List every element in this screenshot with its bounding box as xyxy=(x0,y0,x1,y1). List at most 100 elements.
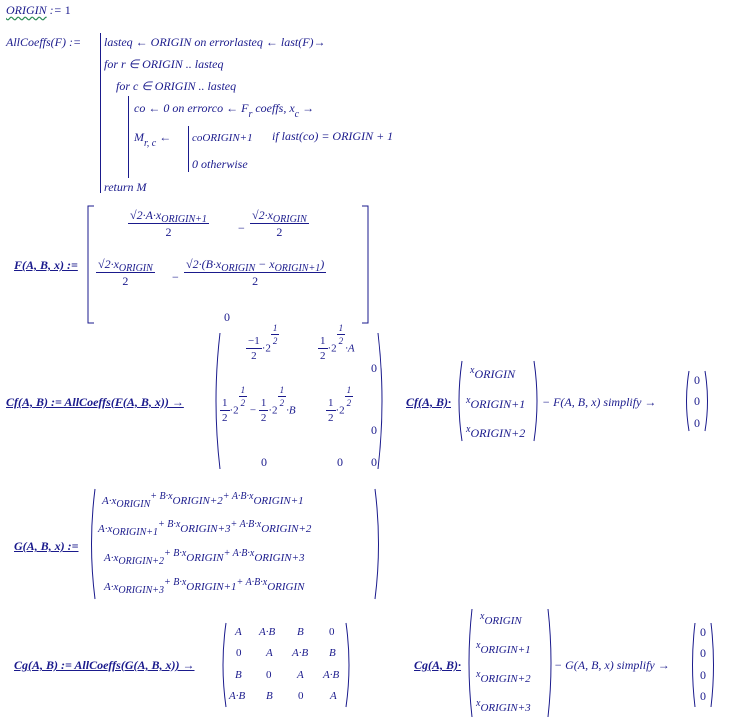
G-term: A·x xyxy=(98,523,113,535)
cond-if[interactable]: if last(co) = ORIGIN + 1 xyxy=(272,129,394,143)
F-r2-d1: 2 xyxy=(122,274,129,288)
Cg-matrix-parens xyxy=(222,622,350,708)
program-line-for-r[interactable]: for r ∈ ORIGIN .. lasteq xyxy=(104,57,224,71)
F-r2-n2a: √2·(B·x xyxy=(186,257,222,271)
program-return[interactable]: return M xyxy=(104,180,147,194)
F-row3: 0 xyxy=(224,310,230,324)
G-sub: ORIGIN+2 xyxy=(261,523,312,535)
Cg-m-0-3: 0 xyxy=(329,626,335,638)
Cf-definition-head[interactable]: Cf(A, B) := AllCoeffs(F(A, B, x)) → xyxy=(6,396,184,408)
Cg-result-0: 0 xyxy=(700,625,706,639)
cond-otherwise[interactable]: 0 otherwise xyxy=(192,157,248,171)
Cg-m-0-2: B xyxy=(297,626,304,638)
Cg-m-3-2: 0 xyxy=(298,690,304,702)
Cg-result-3: 0 xyxy=(700,689,706,703)
origin-definition[interactable]: ORIGIN := 1 xyxy=(6,4,71,16)
F-r2-n2c: ) xyxy=(320,257,325,271)
Cf-vec-1: xORIGIN+1 xyxy=(466,395,525,411)
Cg-m-3-0: A·B xyxy=(229,690,246,702)
F-r2-mid: − x xyxy=(255,257,275,271)
coeffs-text: coeffs, x xyxy=(255,101,295,115)
G-term: + A·B·x xyxy=(230,519,262,530)
F-head: F(A, B, x) := xyxy=(14,258,78,272)
Cg-m-1-0: 0 xyxy=(236,647,242,659)
Cg-vector-parens xyxy=(468,608,552,718)
Cg-check-rhs[interactable]: − G(A, B, x) simplify → xyxy=(554,659,670,671)
Cf-check-lhs[interactable]: Cf(A, B)· xyxy=(406,396,451,408)
inner-program-bar xyxy=(128,96,129,178)
Cg-check-lhs[interactable]: Cg(A, B)· xyxy=(414,659,461,671)
vec-sub: ORIGIN+2 xyxy=(470,426,526,440)
G-term: A·x xyxy=(102,495,117,507)
G-row-1: A·xORIGIN+1+ B·xORIGIN+3+ A·B·xORIGIN+2 xyxy=(98,520,312,538)
Cg-m-2-0: B xyxy=(235,669,242,681)
Cf-result-0: 0 xyxy=(694,373,700,387)
F-r2-d2: 2 xyxy=(252,274,259,288)
allcoeffs-head[interactable]: AllCoeffs(F) := xyxy=(6,35,82,49)
Cg-m-3-1: B xyxy=(266,690,273,702)
F-r1-d1: 2 xyxy=(165,225,172,239)
F-definition-head[interactable]: F(A, B, x) := xyxy=(14,259,78,271)
G-vector-parens xyxy=(91,488,379,600)
G-term: + B·x xyxy=(164,548,187,559)
Cf-head: Cf(A, B) := AllCoeffs(F(A, B, x)) → xyxy=(6,395,184,409)
left-arrow: ← xyxy=(159,130,172,144)
G-sub: ORIGIN+1 xyxy=(112,527,158,538)
vec-x: x xyxy=(466,395,471,406)
G-definition-head[interactable]: G(A, B, x) := xyxy=(14,540,79,552)
program-line-1[interactable]: lasteq ← ORIGIN on errorlasteq ← last(F)… xyxy=(104,35,326,49)
Cg-vec-0: xORIGIN xyxy=(480,611,522,627)
Cf-result-parens xyxy=(686,370,708,432)
G-term: + A·B·x xyxy=(223,548,255,559)
vec-sub: ORIGIN+3 xyxy=(480,702,531,714)
G-sub: ORIGIN+2 xyxy=(118,556,164,567)
F-r1-s1: ORIGIN+1 xyxy=(161,214,207,225)
Cf-vec-2: xORIGIN+2 xyxy=(466,424,526,440)
eval-arrow: → xyxy=(302,101,315,115)
program-line-M[interactable]: Mr, c ← xyxy=(134,130,172,149)
program-line-for-c[interactable]: for c ∈ ORIGIN .. lasteq xyxy=(116,79,237,93)
assign-op: := xyxy=(49,3,62,17)
Cf-m-2-0: 0 xyxy=(261,455,267,469)
vec-x: x xyxy=(466,424,471,435)
G-sub: ORIGIN+2 xyxy=(172,495,223,507)
Cg-m-2-3: A·B xyxy=(323,669,340,681)
Cg-definition-head[interactable]: Cg(A, B) := AllCoeffs(G(A, B, x)) → xyxy=(14,659,195,671)
F-matrix-brackets xyxy=(87,205,369,324)
G-term: + B·x xyxy=(158,519,181,530)
G-sub: ORIGIN xyxy=(186,552,224,564)
Cg-m-0-1: A·B xyxy=(259,626,276,638)
Cf-result-1: 0 xyxy=(694,394,700,408)
G-term: A·x xyxy=(104,581,119,593)
Cg-result-2: 0 xyxy=(700,668,706,682)
G-term: + B·x xyxy=(164,577,187,588)
Cg-vec-1: xORIGIN+1 xyxy=(476,640,531,656)
Cf-result-2: 0 xyxy=(694,416,700,430)
Cf-check-rhs[interactable]: − F(A, B, x) simplify → xyxy=(542,396,656,408)
Cg-vec-3: xORIGIN+3 xyxy=(476,698,531,714)
Cf-check-rhs-text: − F(A, B, x) simplify → xyxy=(542,395,657,409)
G-sub: ORIGIN+1 xyxy=(253,495,304,507)
F-r1-n1: √2·A·x xyxy=(130,208,162,222)
Cg-check-lhs-text: Cg(A, B)· xyxy=(414,658,462,672)
Cf-vec-0: xORIGIN xyxy=(470,366,515,381)
Cf-matrix-parens xyxy=(215,332,383,470)
origin-value: 1 xyxy=(64,3,71,17)
program-line-co[interactable]: co ← 0 on errorco ← Fr coeffs, xc → xyxy=(134,101,315,120)
M-subscript: r, c xyxy=(144,138,157,149)
co-assign: co ← 0 on errorco ← F xyxy=(134,101,249,115)
F-row1-minus: − xyxy=(238,221,245,235)
F-r1-d2: 2 xyxy=(276,225,283,239)
Cf-check-lhs-text: Cf(A, B)· xyxy=(406,395,451,409)
Cg-m-1-3: B xyxy=(329,647,336,659)
cond-case-1[interactable]: coORIGIN+1 xyxy=(192,131,253,144)
vec-sub: ORIGIN xyxy=(484,615,522,627)
Cf-m-2-2: 0 xyxy=(371,455,377,469)
Cg-result-parens xyxy=(692,622,714,708)
Cf-m-2-1: 0 xyxy=(337,455,343,469)
G-row-3: A·xORIGIN+3+ B·xORIGIN+1+ A·B·xORIGIN xyxy=(104,578,305,596)
